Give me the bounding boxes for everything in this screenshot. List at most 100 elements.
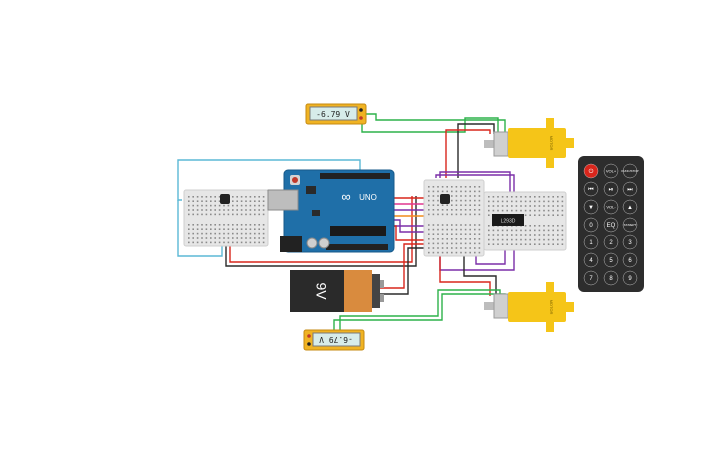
remote-key-2-1-button[interactable]: [603, 199, 619, 215]
breadboard-hole: [497, 200, 499, 203]
breadboard-hole: [488, 225, 490, 227]
breadboard-hole: [464, 213, 467, 216]
red-wire-left: [229, 196, 413, 263]
remote-key-3-2-button[interactable]: [622, 217, 638, 233]
breadboard-hole: [258, 232, 260, 235]
remote-digit-4-button[interactable]: [583, 252, 599, 268]
remote-digit-1-button[interactable]: [583, 234, 599, 250]
breadboard-hole: [432, 213, 435, 216]
breadboard-hole: [474, 247, 476, 249]
breadboard-hole: [511, 200, 513, 203]
breadboard-hole: [469, 228, 471, 231]
usb-port: [267, 189, 299, 211]
capacitor: [306, 237, 318, 249]
breadboard-hole: [534, 234, 536, 236]
green-wire-meter-top: [364, 113, 506, 132]
breadboard-hole: [547, 196, 550, 198]
breadboard-hole: [552, 196, 554, 198]
breadboard-hole: [460, 247, 462, 249]
breadboard-hole: [201, 224, 203, 226]
breadboard-hole: [232, 237, 234, 239]
remote-digit-7-button[interactable]: [583, 270, 599, 286]
breadboard-hole: [432, 233, 435, 235]
breadboard-hole: [455, 190, 458, 193]
breadboard-hole: [488, 234, 490, 236]
breadboard-hole: [561, 214, 564, 216]
breadboard-hole: [561, 205, 564, 207]
remote-key-3-1-button[interactable]: [603, 217, 619, 233]
breadboard-hole: [520, 243, 522, 245]
breadboard-hole: [561, 238, 564, 241]
breadboard-hole: [547, 243, 550, 245]
breadboard-hole: [524, 225, 527, 227]
remote-digit-9-button[interactable]: [622, 270, 638, 286]
breadboard-hole: [451, 204, 453, 206]
breadboard-hole: [506, 196, 508, 198]
remote-key-1-2-button[interactable]: [622, 181, 638, 197]
breadboard-hole: [534, 229, 536, 232]
remote-key-2-2-button[interactable]: [622, 199, 638, 215]
breadboard-hole: [529, 196, 531, 198]
arduino-uno: ∞ UNO: [267, 169, 395, 253]
breadboard-hole: [529, 225, 531, 227]
red-wire-battery: [380, 243, 430, 289]
breadboard-hole: [460, 233, 462, 235]
remote-digit-3-button[interactable]: [622, 234, 638, 250]
breadboard-hole: [245, 196, 247, 198]
breadboard-hole: [262, 200, 265, 202]
breadboard-hole: [464, 199, 467, 202]
breadboard-hole: [218, 200, 221, 202]
breadboard-hole: [455, 195, 458, 197]
breadboard-hole: [428, 199, 430, 202]
breadboard-hole: [188, 209, 190, 211]
breadboard-hole: [254, 237, 256, 239]
green-wire-meter-top-2: [361, 117, 499, 133]
breadboard-hole: [188, 200, 190, 202]
breadboard-hole: [529, 234, 531, 236]
breadboard-hole: [506, 200, 508, 203]
remote-digit-3-button-label: 3: [628, 240, 632, 246]
remote-digit-2-button[interactable]: [603, 234, 619, 250]
breadboard-hole: [205, 209, 208, 211]
breadboard-hole: [210, 213, 212, 216]
remote-key-0-1-button[interactable]: [603, 163, 619, 179]
breadboard-hole: [245, 232, 247, 235]
breadboard-hole: [437, 209, 439, 211]
breadboard-hole: [488, 238, 490, 241]
remote-key-1-0-button[interactable]: [583, 181, 599, 197]
remote-key-1-1-button[interactable]: [603, 181, 619, 197]
breadboard-hole: [428, 242, 430, 245]
breadboard-hole: [534, 243, 536, 245]
battery-9v: 9V: [290, 270, 384, 312]
breadboard-hole: [455, 251, 458, 254]
remote-digit-6-button[interactable]: [622, 252, 638, 268]
breadboard-hole: [506, 209, 508, 212]
breadboard-hole: [236, 224, 238, 226]
breadboard-hole: [534, 214, 536, 216]
remote-digit-8-button[interactable]: [603, 270, 619, 286]
breadboard-hole: [552, 238, 554, 241]
breadboard-hole: [196, 228, 199, 230]
remote-key-2-0-button[interactable]: [583, 199, 599, 215]
breadboard-hole: [460, 195, 462, 197]
breadboard-hole: [446, 251, 448, 254]
remote-key-0-0-button[interactable]: [583, 163, 599, 179]
breadboard-hole: [511, 229, 513, 232]
center-breadboard: [423, 179, 485, 257]
remote-key-0-2-button[interactable]: [622, 163, 638, 179]
breadboard-hole: [492, 209, 495, 212]
breadboard-hole: [552, 200, 554, 203]
breadboard-hole: [201, 200, 203, 202]
breadboard-hole: [515, 205, 518, 207]
breadboard-hole: [529, 238, 531, 241]
breadboard-hole: [455, 247, 458, 249]
breadboard-hole: [227, 209, 230, 211]
remote-key-3-0-button[interactable]: [583, 217, 599, 233]
breadboard-hole: [515, 200, 518, 203]
breadboard-hole: [262, 209, 265, 211]
breadboard-hole: [478, 251, 481, 254]
remote-key-0-1-button-label: VOL+: [606, 168, 617, 173]
breadboard-hole: [534, 205, 536, 207]
breadboard-hole: [451, 199, 453, 202]
remote-digit-5-button[interactable]: [603, 252, 619, 268]
